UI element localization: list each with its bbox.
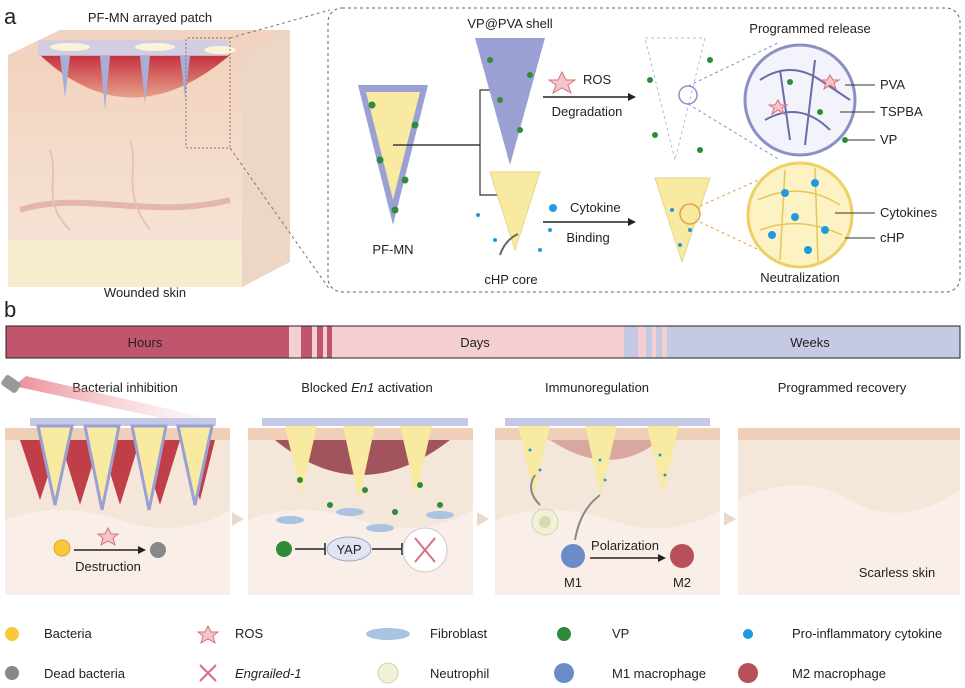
legend-engrailed: Engrailed-1 bbox=[235, 666, 302, 681]
polarization-label: Polarization bbox=[591, 538, 659, 553]
destruction-label: Destruction bbox=[75, 559, 141, 574]
stage2-title: Blocked En1 activation bbox=[301, 380, 433, 395]
chp-network-circle bbox=[746, 161, 854, 269]
cytokines-label: Cytokines bbox=[880, 205, 938, 220]
ros-icon-legend bbox=[196, 624, 220, 645]
degradation-label: Degradation bbox=[552, 104, 623, 119]
zoom-release-top bbox=[687, 41, 781, 87]
legend-bacteria: Bacteria bbox=[44, 626, 92, 641]
legend-fibroblast: Fibroblast bbox=[430, 626, 487, 641]
ros-icon bbox=[547, 70, 577, 95]
wounded-skin-label: Wounded skin bbox=[104, 285, 186, 300]
stage2-scene bbox=[248, 418, 473, 595]
stage-arrow-3 bbox=[724, 512, 736, 526]
zoom-neut-bottom bbox=[699, 221, 771, 256]
panel-b-letter: b bbox=[4, 297, 16, 322]
timeline-weeks: Weeks bbox=[790, 335, 830, 350]
skin-block bbox=[8, 30, 290, 287]
zoom-line-bottom bbox=[229, 147, 331, 291]
pva-network-circle bbox=[743, 43, 857, 157]
binding-label: Binding bbox=[566, 230, 609, 245]
m2-icon bbox=[738, 663, 758, 683]
stage4-title: Programmed recovery bbox=[778, 380, 907, 395]
legend-cytokine: Pro-inflammatory cytokine bbox=[792, 626, 942, 641]
legend-vp: VP bbox=[612, 626, 629, 641]
stage3-scene bbox=[495, 418, 720, 595]
yap-label: YAP bbox=[336, 542, 361, 557]
m1-label: M1 bbox=[564, 575, 582, 590]
timeline-hours: Hours bbox=[128, 335, 163, 350]
bacteria-icon bbox=[5, 627, 19, 641]
core-needle bbox=[476, 171, 552, 256]
panel-a-letter: a bbox=[4, 4, 17, 29]
legend-neutrophil: Neutrophil bbox=[430, 666, 489, 681]
shell-label: VP@PVA shell bbox=[467, 16, 552, 31]
dead-bacteria-icon bbox=[5, 666, 19, 680]
detail-box bbox=[327, 7, 961, 293]
pva-label: PVA bbox=[880, 77, 905, 92]
pf-mn-needle bbox=[358, 85, 428, 225]
vp-dot bbox=[842, 137, 848, 143]
cytokine-icon bbox=[743, 629, 753, 639]
legend: Bacteria ROS Fibroblast VP Pro-inflammat… bbox=[5, 624, 942, 684]
shell-needle bbox=[475, 38, 545, 165]
vp-icon bbox=[557, 627, 571, 641]
zoom-neut-top bbox=[699, 174, 771, 207]
branch-line-core bbox=[393, 144, 500, 196]
stage1-title: Bacterial inhibition bbox=[72, 380, 178, 395]
core-label: cHP core bbox=[484, 272, 537, 287]
legend-ros: ROS bbox=[235, 626, 264, 641]
binding-arrowhead bbox=[628, 218, 636, 226]
patch-title: PF-MN arrayed patch bbox=[88, 10, 212, 25]
pf-mn-label: PF-MN bbox=[372, 242, 413, 257]
tspba-label: TSPBA bbox=[880, 104, 923, 119]
ros-label: ROS bbox=[583, 72, 612, 87]
chp-label: cHP bbox=[880, 230, 905, 245]
timeline-bar bbox=[5, 325, 961, 359]
legend-m2: M2 macrophage bbox=[792, 666, 886, 681]
degradation-arrowhead bbox=[628, 93, 636, 101]
stage1-scene bbox=[1, 375, 230, 595]
cytokine-dot-icon bbox=[549, 204, 557, 212]
cytokine-label: Cytokine bbox=[570, 200, 621, 215]
neutrophil-icon bbox=[377, 662, 399, 684]
scarless-label: Scarless skin bbox=[859, 565, 936, 580]
bound-core bbox=[654, 177, 711, 264]
stage4-scene bbox=[738, 428, 960, 595]
m1-icon bbox=[554, 663, 574, 683]
timeline-days: Days bbox=[460, 335, 490, 350]
neutralization-title: Neutralization bbox=[760, 270, 840, 285]
fibroblast-icon bbox=[366, 628, 410, 640]
vp-label: VP bbox=[880, 132, 897, 147]
m2-label: M2 bbox=[673, 575, 691, 590]
engrailed-icon bbox=[199, 664, 217, 682]
stage-arrow-2 bbox=[477, 512, 489, 526]
stage3-title: Immunoregulation bbox=[545, 380, 649, 395]
legend-dead-bacteria: Dead bacteria bbox=[44, 666, 126, 681]
stage-arrow-1 bbox=[232, 512, 244, 526]
zoom-line-top bbox=[229, 9, 331, 39]
legend-m1: M1 macrophage bbox=[612, 666, 706, 681]
release-title: Programmed release bbox=[749, 21, 870, 36]
